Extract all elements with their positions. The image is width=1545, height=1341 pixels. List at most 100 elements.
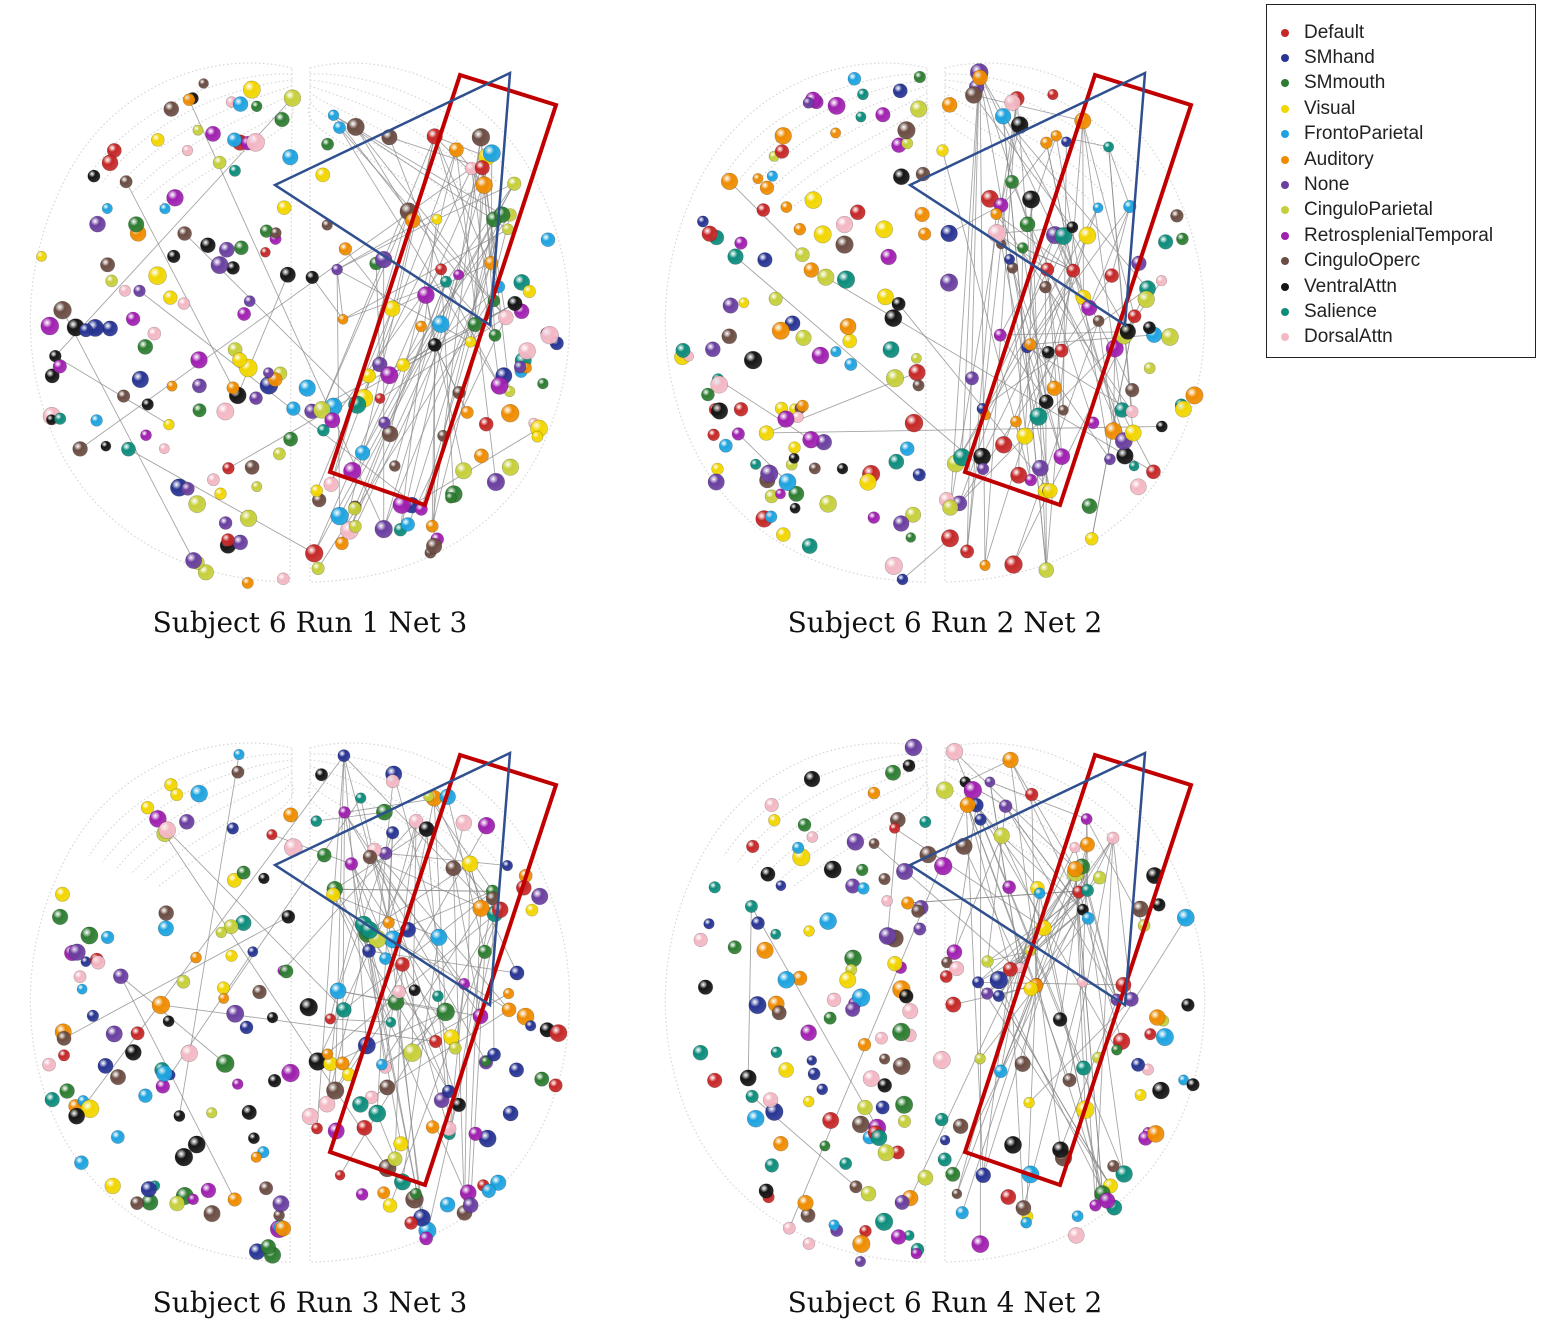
node	[464, 336, 477, 348]
node	[216, 981, 230, 995]
brain-contour	[144, 777, 293, 881]
node	[693, 932, 708, 947]
node	[222, 462, 235, 475]
node	[940, 224, 958, 243]
node	[266, 1011, 279, 1024]
node	[911, 904, 925, 918]
node	[867, 786, 881, 800]
node	[540, 326, 559, 345]
edge	[1010, 759, 1084, 910]
edge	[1039, 893, 1102, 1195]
node	[482, 144, 501, 163]
node	[490, 1174, 507, 1191]
node	[836, 463, 849, 475]
node	[321, 137, 334, 151]
left-hemisphere	[664, 62, 928, 583]
node	[181, 144, 194, 157]
edge	[966, 213, 997, 552]
node	[941, 956, 953, 969]
node	[490, 376, 509, 395]
node	[1067, 861, 1084, 878]
node	[266, 829, 278, 841]
edge	[1022, 983, 1038, 1065]
edge	[385, 1011, 446, 1068]
node	[792, 841, 805, 854]
legend-item: RetrosplenialTemporal	[1281, 223, 1535, 248]
brain-nodes	[36, 78, 564, 589]
node	[393, 1136, 409, 1152]
edge	[1003, 207, 1099, 445]
node	[975, 1167, 992, 1184]
node	[892, 1057, 911, 1076]
node	[972, 976, 985, 989]
node	[1170, 209, 1184, 223]
node	[431, 315, 450, 333]
node	[904, 738, 923, 757]
node	[130, 1196, 144, 1210]
node	[1066, 263, 1081, 278]
node	[748, 996, 767, 1015]
node	[252, 984, 267, 1000]
node	[778, 1062, 794, 1078]
node	[205, 126, 221, 142]
node	[1111, 1044, 1123, 1056]
node	[267, 1074, 282, 1088]
highlight-triangle	[272, 70, 512, 328]
node	[945, 743, 964, 761]
edge	[1027, 135, 1057, 225]
node	[1146, 464, 1161, 480]
node	[177, 226, 192, 241]
left-hemisphere	[664, 742, 928, 1263]
node	[1054, 343, 1069, 358]
node	[697, 215, 709, 228]
edge	[321, 136, 436, 411]
node	[382, 916, 395, 929]
brain-contour	[102, 759, 293, 863]
node	[270, 227, 282, 239]
brain-contour	[944, 73, 1147, 177]
node	[771, 321, 790, 340]
edge	[467, 908, 482, 1193]
node	[1029, 407, 1048, 426]
node	[315, 167, 331, 183]
node	[941, 97, 958, 113]
node	[727, 248, 744, 265]
edge	[964, 759, 1011, 783]
node	[180, 1044, 198, 1062]
node	[233, 748, 245, 761]
node	[549, 1024, 568, 1043]
edge	[1086, 818, 1088, 891]
node	[801, 538, 818, 554]
node	[80, 1099, 100, 1119]
node	[1103, 141, 1115, 153]
legend-dot-icon	[1281, 28, 1289, 37]
edge	[447, 796, 486, 952]
node	[862, 1070, 880, 1088]
node	[972, 69, 988, 86]
left-hemisphere	[29, 62, 293, 583]
node	[875, 220, 894, 239]
node	[110, 1069, 127, 1086]
node	[720, 172, 739, 190]
node	[232, 352, 248, 368]
node	[179, 814, 195, 830]
node	[133, 284, 146, 298]
node	[164, 778, 178, 792]
node	[534, 1071, 550, 1087]
node	[200, 237, 216, 253]
edge	[1024, 344, 1031, 437]
node	[885, 369, 905, 388]
brain-contour	[944, 765, 1119, 869]
node	[403, 1043, 422, 1062]
node	[1176, 232, 1189, 246]
node	[481, 1183, 496, 1198]
node	[845, 1001, 861, 1017]
node	[998, 799, 1013, 813]
node	[1157, 234, 1174, 250]
brain-contour	[779, 777, 928, 881]
node	[1020, 1216, 1033, 1229]
node	[851, 988, 871, 1007]
edge	[1030, 909, 1084, 990]
brain-panel-3: Subject 6 Run 3 Net 3	[0, 700, 620, 1319]
highlight-triangle	[907, 750, 1147, 1008]
